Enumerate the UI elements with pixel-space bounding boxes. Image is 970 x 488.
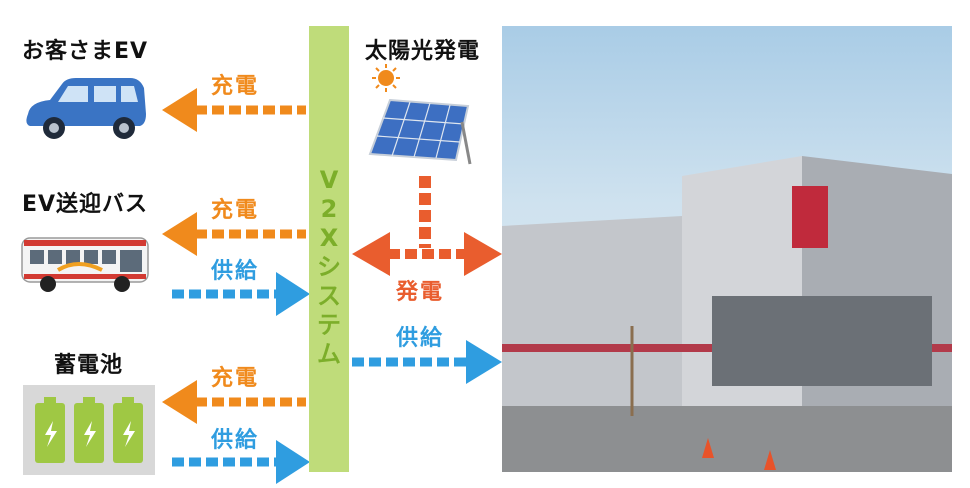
charge-arrow-bus <box>162 212 306 256</box>
charge-label-bus: 充電 <box>211 198 260 223</box>
charge-arrow-ev <box>162 88 306 132</box>
generation-arrow <box>352 176 502 276</box>
battery-label: 蓄電池 <box>54 353 124 378</box>
building-photo <box>502 26 952 472</box>
charge-arrow-battery <box>162 380 306 424</box>
supply-label-battery: 供給 <box>211 428 260 453</box>
charge-label-battery: 充電 <box>211 366 260 391</box>
supply-arrow-battery <box>172 440 310 484</box>
solar-panel-icon <box>368 64 472 165</box>
battery-icon <box>23 385 155 475</box>
v2x-system-bar: V 2 X シ ス テ ム <box>309 26 349 472</box>
solar-label: 太陽光発電 <box>365 39 481 64</box>
sun-icon <box>372 64 400 92</box>
generation-label: 発電 <box>396 280 445 305</box>
customer-ev-label: お客さまEV <box>22 39 149 64</box>
v2x-system-label: V 2 X シ ス テ ム <box>317 166 341 368</box>
supply-label-bus: 供給 <box>211 259 260 284</box>
ev-bus-label: EV送迎バス <box>22 192 149 217</box>
bus-icon <box>21 237 149 292</box>
supply-label-building: 供給 <box>396 326 445 351</box>
car-icon <box>26 78 146 139</box>
supply-arrow-building <box>352 340 502 384</box>
supply-arrow-bus <box>172 272 310 316</box>
charge-label-ev: 充電 <box>211 74 260 99</box>
